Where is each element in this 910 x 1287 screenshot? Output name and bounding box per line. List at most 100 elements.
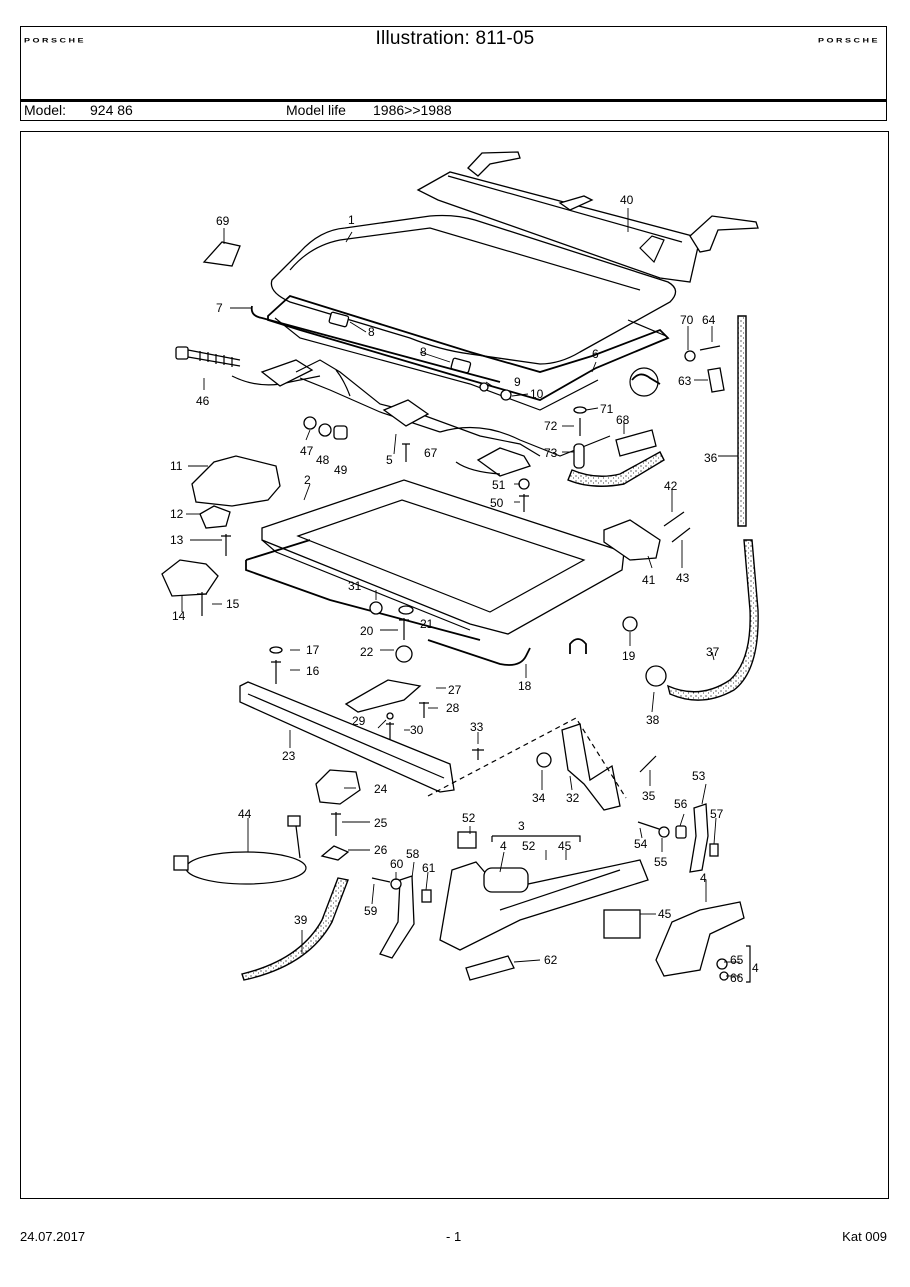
part-62-pad [465,955,515,981]
model-value: 924 86 [90,102,133,118]
callout-31: 31 [348,579,362,593]
part-9-washer [479,382,489,392]
callout-1: 1 [348,213,355,227]
callout-48: 48 [316,453,330,467]
part-31-washer [369,601,383,615]
callout-39: 39 [294,913,308,927]
callout-37: 37 [706,645,720,659]
leader-lines [181,208,740,977]
callout-62: 62 [544,953,558,967]
callout-45-b: 45 [658,907,672,921]
callout-34: 34 [532,791,546,805]
callout-11: 11 [170,459,183,473]
part-4-motor [655,901,745,977]
callout-19: 19 [622,649,636,663]
part-8-slide-a [328,311,350,328]
cable-guide-icon [631,373,661,385]
callout-45-a: 45 [558,839,572,853]
callout-70: 70 [680,313,694,327]
part-38-grommet [645,665,667,687]
part-63-clip [707,367,725,393]
part-69-clip [202,241,241,267]
callout-66: 66 [730,971,744,985]
footer-page-number: - 1 [446,1229,462,1244]
callout-73: 73 [544,446,558,460]
part-55-nut [658,826,670,838]
part-32-bracket [561,723,621,811]
part-33-screw [472,748,484,760]
part-5-mechanism [231,359,611,477]
part-14-guide [161,559,219,597]
part-65-gear [716,958,728,970]
callout-41: 41 [642,573,656,587]
part-67-screw [402,443,410,462]
callout-36: 36 [704,451,718,465]
part-22-bushing [395,645,413,663]
cable-guide-ring [629,367,659,397]
part-3-bracket-lines [491,835,581,842]
callout-56: 56 [674,797,688,811]
part-16-bolt [271,660,281,684]
callout-4-b: 4 [700,871,707,885]
part-46-bolt [175,346,241,367]
callout-58: 58 [406,847,420,861]
callout-64: 64 [702,313,716,327]
footer-catalog: Kat 009 [842,1229,887,1244]
callout-68: 68 [616,413,630,427]
part-34-bushing [536,752,552,768]
part-13-screw [221,534,231,556]
part-70-washer [684,350,696,362]
callout-63: 63 [678,374,692,388]
callout-44: 44 [238,807,252,821]
callout-42: 42 [664,479,678,493]
model-label: Model: [24,102,67,118]
callout-35: 35 [642,789,656,803]
callout-20: 20 [360,624,374,638]
porsche-logo-right: PORSCHE [817,36,880,44]
part-51-washer [518,478,530,490]
part-45-module [603,909,641,939]
callout-61: 61 [422,861,436,875]
callout-16: 16 [306,664,320,678]
part-29-washer [386,712,394,720]
callout-4-c: 4 [752,961,759,975]
callout-21: 21 [420,617,434,631]
part-28-screw [419,702,429,718]
callout-3: 3 [518,819,525,833]
part-68-foam [567,451,665,487]
callout-32: 32 [566,791,580,805]
part-39-hose [241,877,349,981]
callout-24: 24 [374,782,388,796]
header-box [20,26,887,121]
callout-9: 9 [514,375,521,389]
callout-54: 54 [634,837,648,851]
part-59-screw [371,877,391,883]
part-18-hose [427,639,531,666]
part-21-nut [398,605,414,615]
callout-51: 51 [492,478,506,492]
part-15-screw [197,592,207,616]
callout-4-a: 4 [500,839,507,853]
part-53-bracket [689,803,709,873]
part-30-screw [386,722,394,740]
callout-7: 7 [216,301,223,315]
part-73-sleeve [573,443,585,469]
callout-60: 60 [390,857,404,871]
illustration-frame [20,131,889,1199]
callout-23: 23 [282,749,296,763]
illustration-title: Illustration: 811-05 [375,28,535,49]
part-23-rail-inner [247,693,445,779]
callout-30: 30 [410,723,424,737]
callout-71: 71 [600,402,614,416]
callout-8-a: 8 [368,325,375,339]
callout-22: 22 [360,645,374,659]
callout-38: 38 [646,713,660,727]
part-19-knob [622,616,638,632]
part-37-hose [666,539,759,701]
part-25-screw [331,812,341,836]
part-42-screw [663,511,685,527]
part-50-screw [519,494,529,512]
callout-65: 65 [730,953,744,967]
callout-26: 26 [374,843,388,857]
part-47-washer [303,416,317,430]
